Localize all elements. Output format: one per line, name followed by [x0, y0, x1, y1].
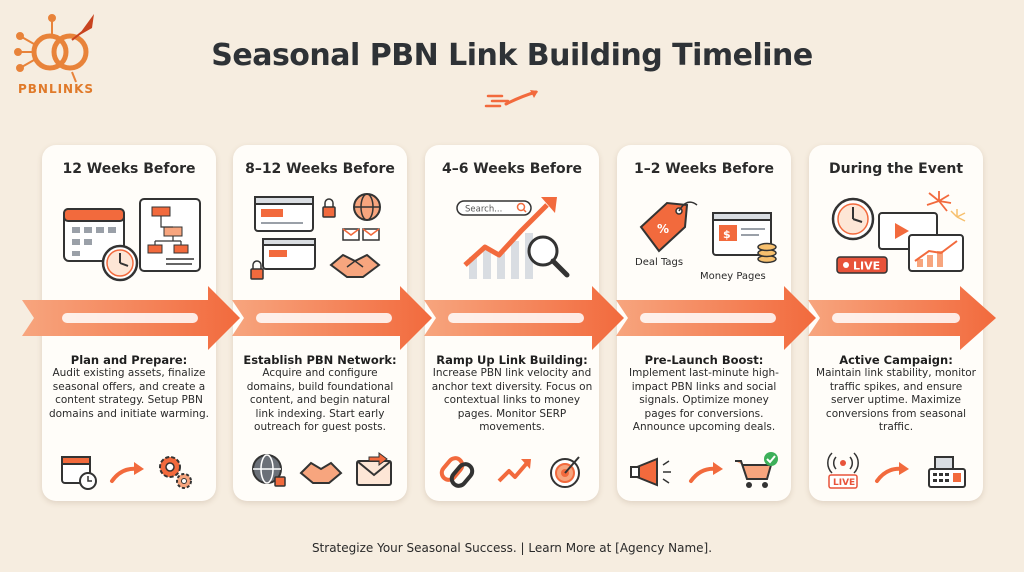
stage-subtitle: Active Campaign: [839, 353, 953, 367]
browser-windows-icon [254, 196, 316, 270]
cart-check-icon [735, 452, 778, 488]
arrow-icon [875, 462, 909, 483]
globe-icon [353, 193, 381, 221]
stage-title: 8–12 Weeks Before [245, 161, 395, 177]
flowchart-icon [139, 198, 201, 272]
stage-icon-row: LIVE [827, 452, 966, 489]
stage-icon-row [61, 456, 192, 490]
chart-screen-icon [878, 212, 964, 272]
rocket-swoosh-icon [484, 90, 538, 108]
svg-text:$: $ [723, 228, 731, 241]
deal-tags-label: Deal Tags [635, 257, 684, 268]
broadcast-icon: LIVE [827, 452, 859, 489]
stage-description: Implement last-minute high-impact PBN li… [629, 367, 779, 433]
money-page-icon: $ [712, 212, 772, 256]
globe-lock-icon [252, 454, 286, 487]
calendar-clock-icon [61, 456, 97, 490]
stage-title: 1–2 Weeks Before [633, 161, 775, 177]
handshake-icon [299, 461, 343, 484]
planning-illustration [63, 198, 201, 282]
live-badge-text: LIVE [853, 260, 880, 273]
stage-card-1-2-weeks: 1–2 Weeks Before % $ Deal Tags Money Pag… [617, 145, 791, 501]
chain-link-icon [439, 456, 475, 488]
stage-card-during-event: During the Event LIVE [809, 145, 983, 501]
stage-title: 12 Weeks Before [62, 161, 196, 177]
page-title: Seasonal PBN Link Building Timeline [211, 38, 813, 73]
arrow-icon [689, 462, 723, 483]
growth-illustration: Search... [456, 197, 570, 279]
clock-icon [831, 197, 875, 241]
lock-icon [250, 198, 336, 280]
stage-card-4-6-weeks: 4–6 Weeks Before Search... Ramp Up Link … [425, 145, 599, 501]
stage-title: 4–6 Weeks Before [441, 161, 583, 177]
stage-card-8-12-weeks: 8–12 Weeks Before [233, 145, 407, 501]
price-tag-icon: % [639, 201, 698, 253]
coins-icon [757, 242, 777, 264]
stage-description: Maintain link stability, monitor traffic… [816, 367, 976, 433]
cash-register-icon [928, 456, 966, 488]
prelaunch-illustration: % $ [639, 201, 777, 264]
logo-text: PBNLINKS [17, 82, 95, 96]
email-icon [342, 228, 380, 241]
event-illustration: LIVE [831, 191, 966, 274]
gears-icon [159, 456, 192, 489]
live-badge-text: LIVE [833, 478, 855, 488]
search-bar-icon: Search... [456, 200, 532, 216]
stage-subtitle: Plan and Prepare: [70, 353, 188, 367]
envelope-icon [356, 452, 392, 486]
stage-icon-row [252, 452, 392, 487]
stage-title: During the Event [828, 161, 964, 177]
megaphone-icon [630, 457, 671, 487]
footer-text: Strategize Your Seasonal Success. | Lear… [311, 541, 713, 555]
magnifier-icon [527, 235, 570, 278]
arrow-icon [110, 462, 144, 483]
fireworks-icon [926, 191, 966, 222]
stage-subtitle: Pre-Launch Boost: [644, 353, 764, 367]
stage-subtitle: Establish PBN Network: [243, 353, 397, 367]
live-badge-icon: LIVE [836, 256, 888, 274]
stage-card-12-weeks: 12 Weeks Before Plan and Prepare: Audit … [42, 145, 216, 501]
clock-icon [101, 244, 139, 282]
stage-description: Increase PBN link velocity and anchor te… [431, 367, 593, 433]
stage-subtitle: Ramp Up Link Building: [436, 353, 588, 367]
stage-icon-row [630, 452, 778, 488]
trend-up-icon [497, 459, 531, 483]
network-illustration [250, 193, 381, 280]
money-pages-label: Money Pages [700, 271, 766, 282]
stage-description: Acquire and configure domains, build fou… [246, 367, 394, 433]
calendar-icon [63, 208, 125, 262]
handshake-icon [329, 253, 381, 278]
search-placeholder: Search... [465, 205, 502, 215]
svg-text:%: % [657, 222, 669, 236]
brand-logo [12, 6, 107, 98]
stage-icon-row [439, 456, 580, 488]
target-icon [550, 456, 580, 488]
pbnlinks-logo-icon [14, 14, 94, 83]
stage-description: Audit existing assets, finalize seasonal… [48, 367, 210, 420]
